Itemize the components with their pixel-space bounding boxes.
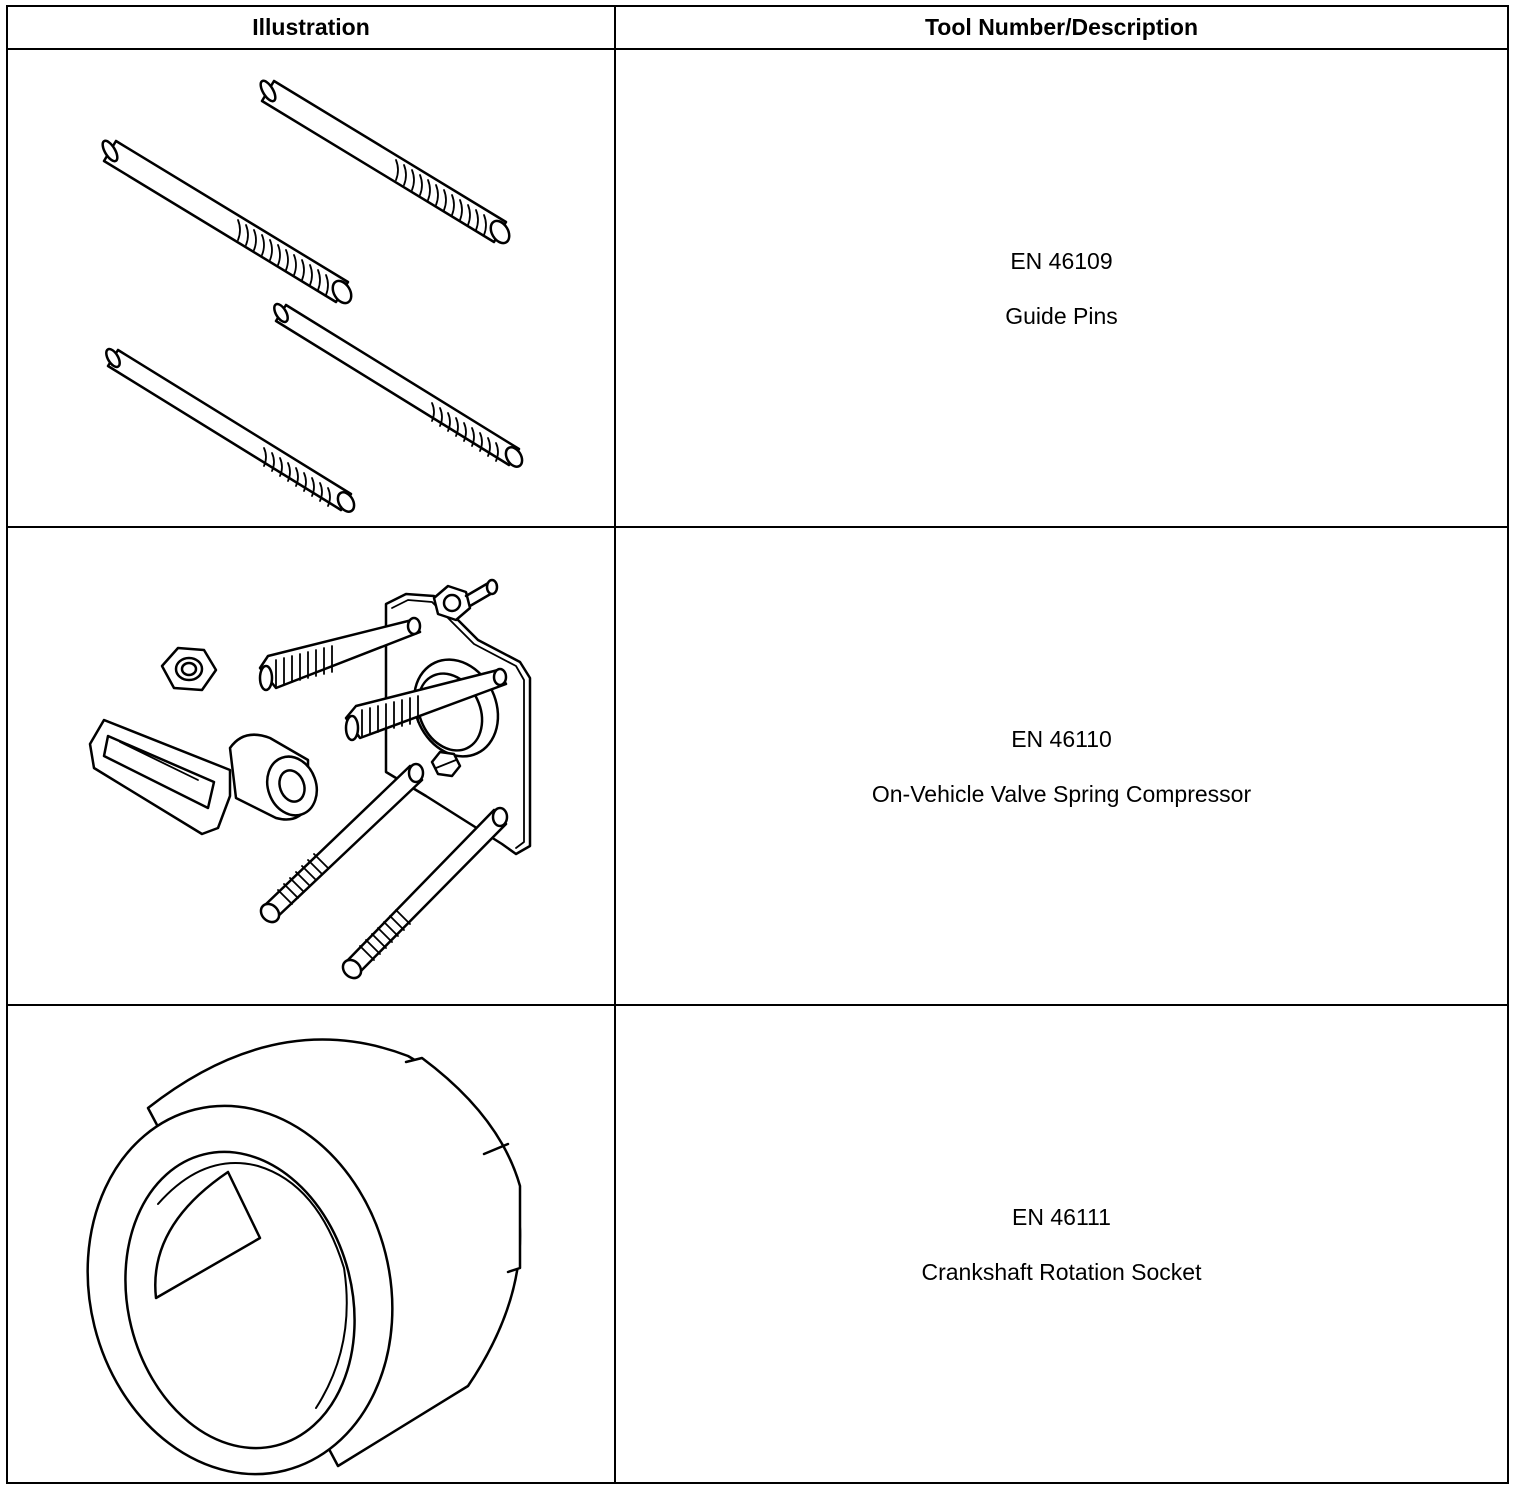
guide-pins-drawing bbox=[101, 77, 527, 513]
tool-description: On-Vehicle Valve Spring Compressor bbox=[871, 780, 1252, 807]
table-row: EN 46110 On-Vehicle Valve Spring Compres… bbox=[6, 526, 1509, 1006]
tool-description: Crankshaft Rotation Socket bbox=[921, 1258, 1202, 1285]
header-illustration: Illustration bbox=[6, 5, 616, 50]
table-row: EN 46109 Guide Pins bbox=[6, 48, 1509, 528]
special-tools-table: Illustration Tool Number/Description bbox=[6, 5, 1509, 1484]
table-row: EN 46111 Crankshaft Rotation Socket bbox=[6, 1004, 1509, 1484]
table-header-row: Illustration Tool Number/Description bbox=[6, 5, 1509, 50]
illustration-cell bbox=[6, 1004, 616, 1484]
illustration-cell bbox=[6, 48, 616, 528]
description-cell: EN 46110 On-Vehicle Valve Spring Compres… bbox=[614, 526, 1509, 1006]
illustration-cell bbox=[6, 526, 616, 1006]
tool-description: Guide Pins bbox=[1005, 302, 1118, 329]
tool-number: EN 46111 bbox=[1012, 1203, 1111, 1230]
description-cell: EN 46109 Guide Pins bbox=[614, 48, 1509, 528]
description-cell: EN 46111 Crankshaft Rotation Socket bbox=[614, 1004, 1509, 1484]
crankshaft-rotation-socket-drawing bbox=[86, 1038, 522, 1476]
valve-spring-compressor-drawing bbox=[88, 578, 532, 980]
tool-number: EN 46109 bbox=[1010, 247, 1113, 274]
tool-number: EN 46110 bbox=[1011, 725, 1112, 752]
header-tool-number-description: Tool Number/Description bbox=[614, 5, 1509, 50]
